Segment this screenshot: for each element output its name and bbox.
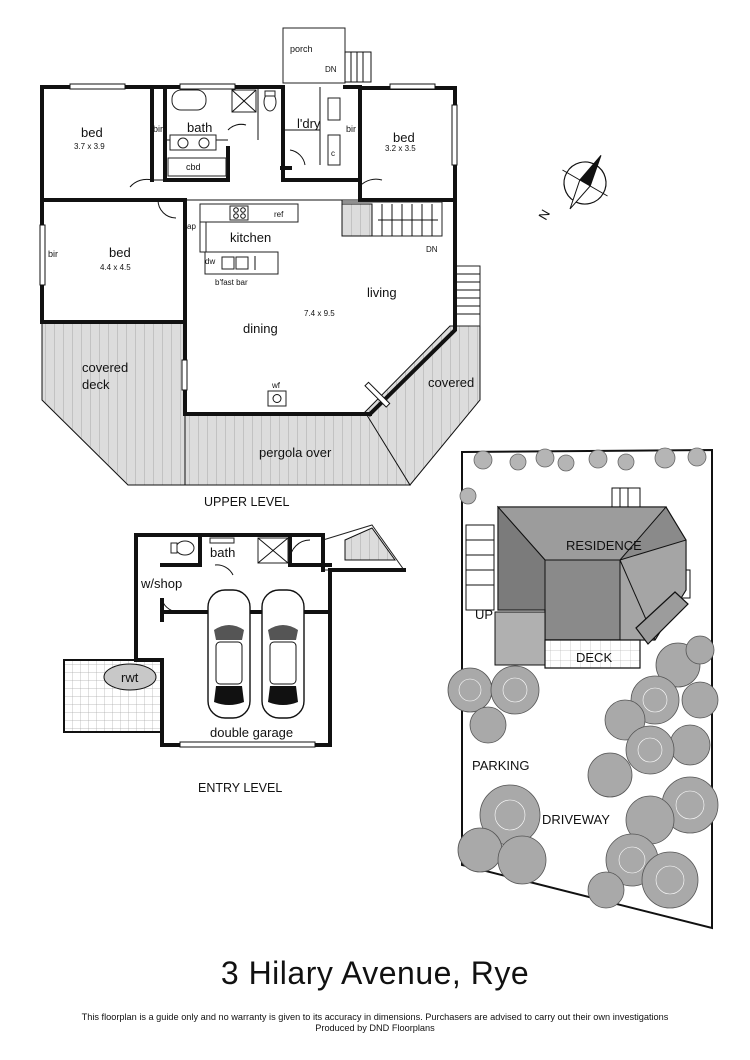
porch-stairs — [344, 51, 372, 83]
car-icon — [207, 589, 251, 719]
wf-label: wf — [271, 381, 281, 390]
entry-level-walls — [134, 533, 406, 747]
covered-deck-east — [364, 325, 481, 486]
tree-canopy-detail — [458, 677, 705, 895]
deck-label: DECK — [576, 650, 612, 665]
living-dim: 7.4 x 9.5 — [304, 309, 335, 318]
property-address-title: 3 Hilary Avenue, Rye — [220, 955, 530, 991]
upper-bath-fixtures — [169, 89, 341, 166]
residence-roof — [494, 505, 689, 669]
cupboard — [167, 157, 227, 177]
disclaimer-line-1: This floorplan is a guide only and no wa… — [81, 1012, 669, 1022]
entry-door-swings — [161, 539, 311, 613]
compass-north-letter: N — [535, 207, 553, 223]
wood-fire — [267, 390, 287, 407]
bed3-label: bed — [109, 245, 131, 260]
internal-stair — [341, 201, 443, 237]
bir3-label: bir — [48, 249, 58, 259]
upper-level-plan: porch DN bed 3.7 x 3.9 bir bath cbd l'dr… — [39, 27, 481, 509]
dw-label: dw — [205, 257, 215, 266]
laundry-label: l'dry — [297, 116, 321, 131]
disclaimer: This floorplan is a guide only and no wa… — [0, 1012, 750, 1034]
upper-level-walls — [40, 85, 457, 417]
bath-label: bath — [187, 120, 212, 135]
rwt-label: rwt — [121, 670, 139, 685]
entry-stairs — [322, 524, 405, 571]
rainwater-tank — [103, 663, 157, 691]
hedge-shrubs — [459, 447, 707, 505]
living-label: living — [367, 285, 397, 300]
upper-windows — [39, 83, 458, 408]
entry-bath-fixtures — [170, 537, 289, 564]
entry-level-plan: bath w/shop rwt double garage ENTRY LEVE… — [63, 524, 406, 795]
ref-label: ref — [274, 210, 284, 219]
car-icon — [261, 589, 305, 719]
bed1-dim: 3.7 x 3.9 — [74, 142, 105, 151]
bed3-dim: 4.4 x 4.5 — [100, 263, 131, 272]
cbd-label: cbd — [186, 162, 201, 172]
bed1-label: bed — [81, 125, 103, 140]
deck-stair-treads — [456, 273, 480, 315]
site-plan: RESIDENCE UP DECK PARKING DRIVEWAY — [447, 447, 719, 930]
workshop-label: w/shop — [140, 576, 182, 591]
garage-door — [179, 741, 316, 748]
covered-deck-label-2: deck — [82, 377, 110, 392]
driveway-label: DRIVEWAY — [542, 812, 610, 827]
north-arrow-icon — [562, 154, 608, 210]
entry-level-heading: ENTRY LEVEL — [198, 781, 282, 795]
porch — [282, 27, 346, 84]
upper-door-swings — [129, 123, 383, 219]
laundry-c-label: c — [331, 149, 335, 158]
bir2-label: bir — [346, 124, 356, 134]
deck-stairs — [455, 265, 481, 327]
bfast-bar-label: b'fast bar — [215, 278, 248, 287]
covered-label: covered — [428, 375, 474, 390]
dining-label: dining — [243, 321, 278, 336]
up-label: UP — [475, 607, 493, 622]
bir1-label: bir — [153, 124, 163, 134]
kitchen-label: kitchen — [230, 230, 271, 245]
covered-deck-label-1: covered — [82, 360, 128, 375]
porch-dn-label: DN — [325, 65, 337, 74]
trees — [447, 635, 719, 909]
ap-label: ap — [187, 222, 196, 231]
upper-level-heading: UPPER LEVEL — [204, 495, 290, 509]
parking-label: PARKING — [472, 758, 530, 773]
kitchen-fixtures — [199, 203, 299, 275]
bed2-dim: 3.2 x 3.5 — [385, 144, 416, 153]
bed2-label: bed — [393, 130, 415, 145]
porch-label: porch — [290, 44, 313, 54]
stair-dn-label: DN — [426, 245, 438, 254]
residence-label: RESIDENCE — [566, 538, 642, 553]
covered-deck-west — [41, 321, 186, 486]
entry-bath-label: bath — [210, 545, 235, 560]
disclaimer-line-2: Produced by DND Floorplans — [315, 1023, 435, 1033]
pergola-label: pergola over — [259, 445, 332, 460]
garage-label: double garage — [210, 725, 293, 740]
